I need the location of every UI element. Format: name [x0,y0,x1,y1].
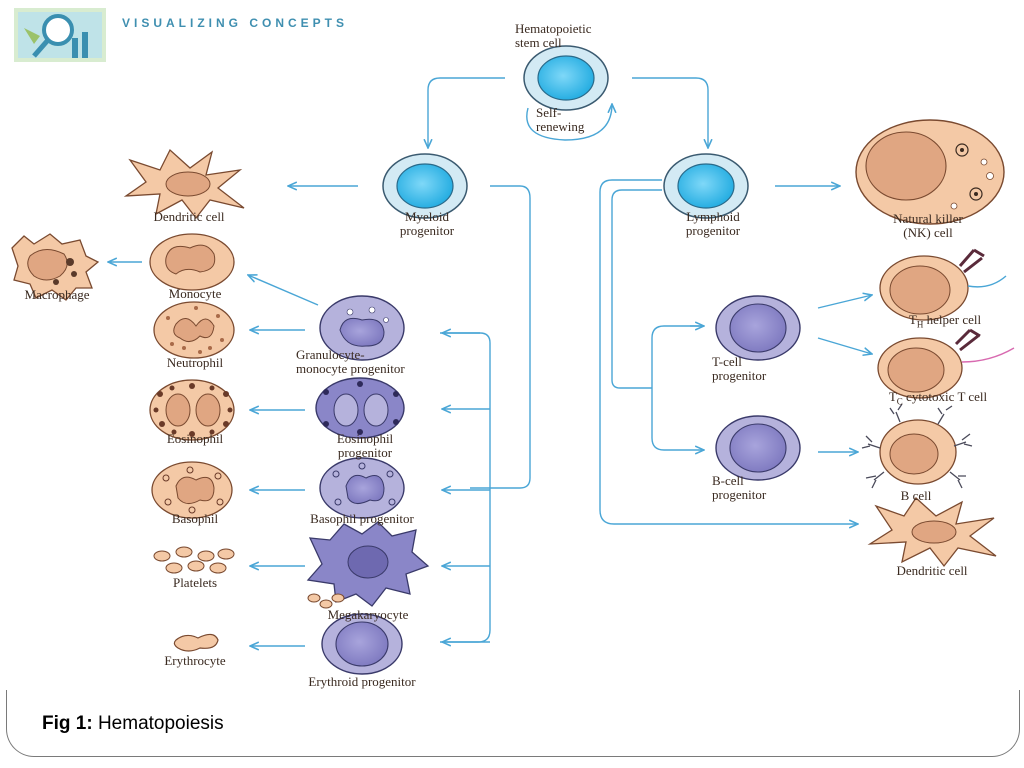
label-eosinophil-progenitor: Eosinophil progenitor [336,431,394,460]
lymphoid-progenitor-cell [663,153,749,219]
label-b-cell: B cell [900,488,932,503]
t-cell-progenitor-cell [715,295,801,361]
label-th-helper-cell: TH helper cell [908,312,982,330]
b-cell [861,403,973,489]
label-lymphoid-progenitor: Lymphoid progenitor [685,209,741,238]
t-cytotoxic-cell [877,328,1015,399]
dendritic-cell-left [123,148,245,220]
megakaryocyte-cell [306,521,430,609]
label-granulocyte-monocyte-progenitor: Granulocyte- monocyte progenitor [296,347,405,376]
b-cell-progenitor-cell [715,415,801,481]
eosinophil-progenitor-cell [315,377,405,439]
t-helper-cell [879,248,1007,321]
label-nk-cell: Natural killer (NK) cell [893,211,963,240]
header-title: VISUALIZING CONCEPTS [122,16,349,30]
macrophage-cell [11,233,100,301]
label-basophil: Basophil [171,511,219,526]
visualizing-concepts-logo [14,8,106,62]
stem-cell [523,45,609,111]
eosinophil-cell [149,379,235,441]
label-monocyte: Monocyte [168,286,222,301]
neutrophil-cell [153,301,235,359]
platelets [153,546,235,574]
figure-caption: Fig 1: Hematopoiesis [42,713,224,734]
label-dendritic-cell-right: Dendritic cell [896,563,968,578]
label-basophil-progenitor: Basophil progenitor [310,511,414,526]
basophil-progenitor-cell [319,457,405,519]
label-macrophage: Macrophage [24,287,90,302]
connector-lines [108,77,872,646]
diagram-canvas [11,45,1015,675]
label-eosinophil: Eosinophil [166,431,224,446]
erythroid-progenitor-cell [321,613,403,675]
label-neutrophil: Neutrophil [166,355,224,370]
label-erythrocyte: Erythrocyte [164,653,226,668]
monocyte-cell [149,233,235,291]
label-stem-cell: Hematopoietic stem cell [515,21,592,50]
myeloid-progenitor-cell [382,153,468,219]
dendritic-cell-right [867,497,997,568]
label-erythroid-progenitor: Erythroid progenitor [308,674,416,689]
basophil-cell [151,461,233,519]
granulocyte-monocyte-progenitor-cell [319,295,405,361]
label-platelets: Platelets [172,575,218,590]
label-self-renewing: Self- renewing [536,105,585,134]
label-t-cell-progenitor: T-cell progenitor [712,354,767,383]
caption-frame [6,690,1020,757]
label-dendritic-cell-left: Dendritic cell [153,209,225,224]
natural-killer-cell [855,119,1005,225]
label-tc-cytotoxic-cell: TC cytotoxic T cell [888,389,988,407]
label-myeloid-progenitor: Myeloid progenitor [399,209,455,238]
label-megakaryocyte: Megakaryocyte [327,607,409,622]
label-b-cell-progenitor: B-cell progenitor [712,473,767,502]
erythrocyte-cell [173,633,219,652]
